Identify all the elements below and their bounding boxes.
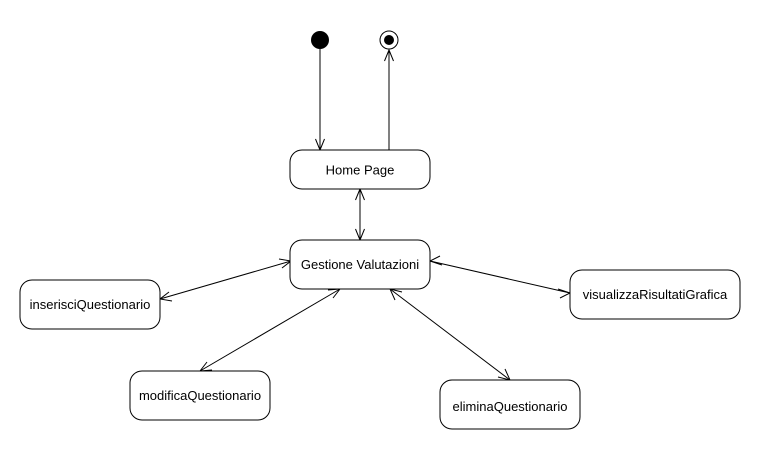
state-home-page-label: Home Page [326, 163, 395, 178]
initial-state-node [311, 31, 329, 49]
state-home-page: Home Page [289, 149, 431, 190]
transition-gestione-visualizza [428, 255, 572, 299]
transition-gestione-elimina [389, 288, 511, 381]
final-state-node [379, 30, 399, 50]
state-inserisci-questionario-label: inserisciQuestionario [30, 297, 151, 312]
state-elimina-questionario-label: eliminaQuestionario [453, 399, 568, 414]
transition-initial-to-home [315, 49, 325, 152]
state-elimina-questionario: eliminaQuestionario [439, 379, 581, 430]
transition-home-to-final [384, 48, 394, 150]
state-visualizza-risultati-grafica-label: visualizzaRisultatiGrafica [583, 287, 728, 302]
transition-home-gestione [355, 187, 365, 242]
transition-gestione-inserisci [158, 258, 293, 302]
state-visualizza-risultati-grafica: visualizzaRisultatiGrafica [569, 269, 741, 320]
state-gestione-valutazioni-label: Gestione Valutazioni [301, 257, 419, 272]
transition-gestione-modifica [198, 288, 342, 372]
state-modifica-questionario-label: modificaQuestionario [139, 388, 261, 403]
state-modifica-questionario: modificaQuestionario [129, 370, 271, 421]
state-inserisci-questionario: inserisciQuestionario [19, 279, 161, 330]
state-gestione-valutazioni: Gestione Valutazioni [289, 239, 431, 290]
